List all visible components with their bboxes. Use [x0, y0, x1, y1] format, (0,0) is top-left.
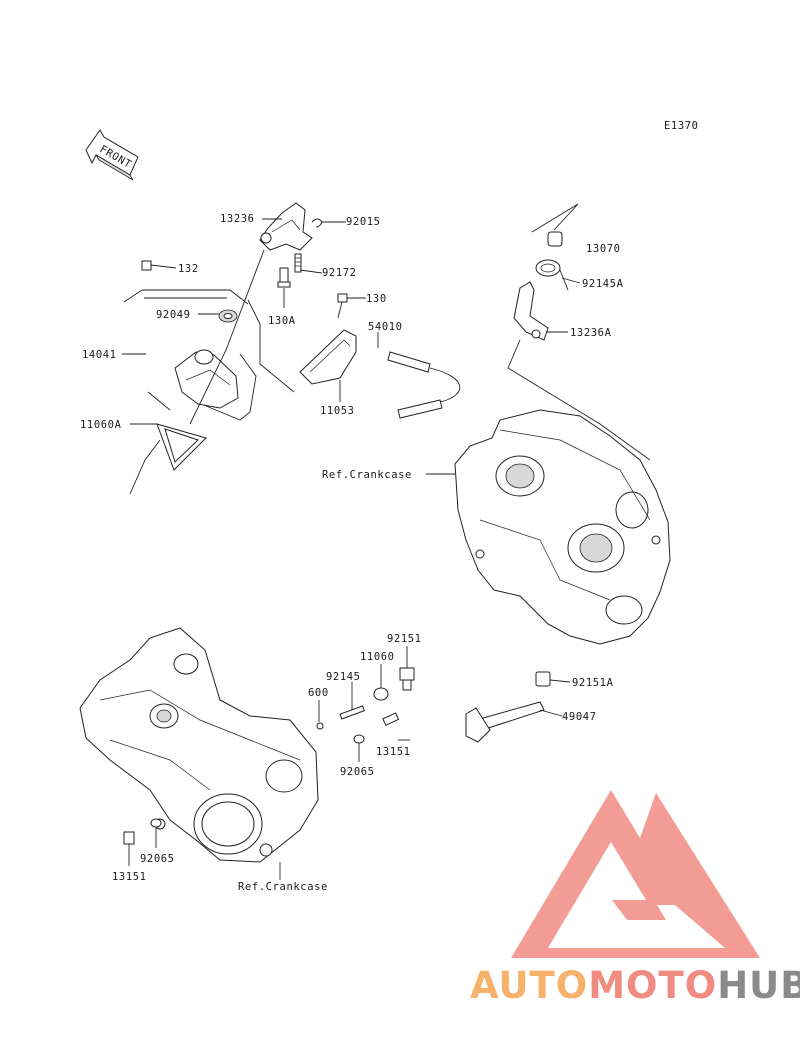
- bolt-132: [141, 260, 177, 271]
- washer-92065-b: [150, 818, 162, 828]
- spring-92145: [339, 705, 365, 720]
- label-13236A: 13236A: [570, 327, 612, 339]
- brand-logo-text: AUTOMOTOHUB: [470, 964, 800, 1007]
- label-92015: 92015: [346, 216, 381, 228]
- crankcase-right: [454, 409, 671, 645]
- label-13236: 13236: [220, 213, 255, 225]
- label-132: 132: [178, 263, 199, 275]
- oil-seal-92049: [218, 309, 238, 323]
- cover-14041: [174, 349, 239, 409]
- label-92151A: 92151A: [572, 677, 614, 689]
- label-600: 600: [308, 687, 329, 699]
- label-92145A: 92145A: [582, 278, 624, 290]
- label-ref-crankcase-left: Ref.Crankcase: [238, 881, 328, 893]
- plug-92151: [399, 667, 415, 691]
- cap-13070: [547, 231, 563, 247]
- label-ref-crankcase-right: Ref.Crankcase: [322, 469, 412, 481]
- crankcase-left: [79, 627, 319, 863]
- diagram-code: E1370: [664, 120, 699, 132]
- brand-logo-mark: [511, 790, 760, 958]
- label-130A: 130A: [268, 315, 296, 327]
- ball-600: [316, 722, 324, 730]
- label-13151-right: 13151: [376, 746, 411, 758]
- bracket-13236: [259, 202, 313, 251]
- gasket-11060: [373, 687, 389, 701]
- clip-92015: [311, 218, 323, 228]
- front-arrow-icon: FRONT: [85, 129, 139, 181]
- label-49047: 49047: [562, 711, 597, 723]
- label-92172: 92172: [322, 267, 357, 279]
- label-92145: 92145: [326, 671, 361, 683]
- switch-13151-b: [123, 831, 135, 845]
- label-92065-right: 92065: [340, 766, 375, 778]
- shift-fork-49047: [465, 701, 545, 743]
- label-92065-left: 92065: [140, 853, 175, 865]
- label-14041: 14041: [82, 349, 117, 361]
- brand-text-part3: HUB: [717, 964, 800, 1007]
- plug-92151A: [535, 671, 551, 687]
- label-54010: 54010: [368, 321, 403, 333]
- label-13151-left: 13151: [112, 871, 147, 883]
- brand-text-part2: MOTO: [588, 964, 718, 1007]
- brand-text-part1: AUTO: [470, 964, 589, 1007]
- spring-92172: [294, 253, 302, 273]
- lever-13236A: [513, 281, 549, 341]
- cover-11053: [299, 329, 357, 385]
- gasket-11060A: [156, 423, 207, 471]
- logo-triangle-shape: [511, 790, 760, 958]
- bolt-130A: [277, 267, 291, 288]
- label-92049: 92049: [156, 309, 191, 321]
- label-11053: 11053: [320, 405, 355, 417]
- label-11060: 11060: [360, 651, 395, 663]
- label-92151: 92151: [387, 633, 422, 645]
- spring-92145A: [535, 259, 569, 291]
- label-11060A: 11060A: [80, 419, 122, 431]
- label-13070: 13070: [586, 243, 621, 255]
- washer-92065-a: [353, 734, 365, 744]
- label-130: 130: [366, 293, 387, 305]
- bolt-130: [337, 293, 348, 319]
- leader-lines: [122, 218, 581, 880]
- switch-13151-a: [382, 712, 400, 726]
- sensor-54010: [387, 351, 461, 419]
